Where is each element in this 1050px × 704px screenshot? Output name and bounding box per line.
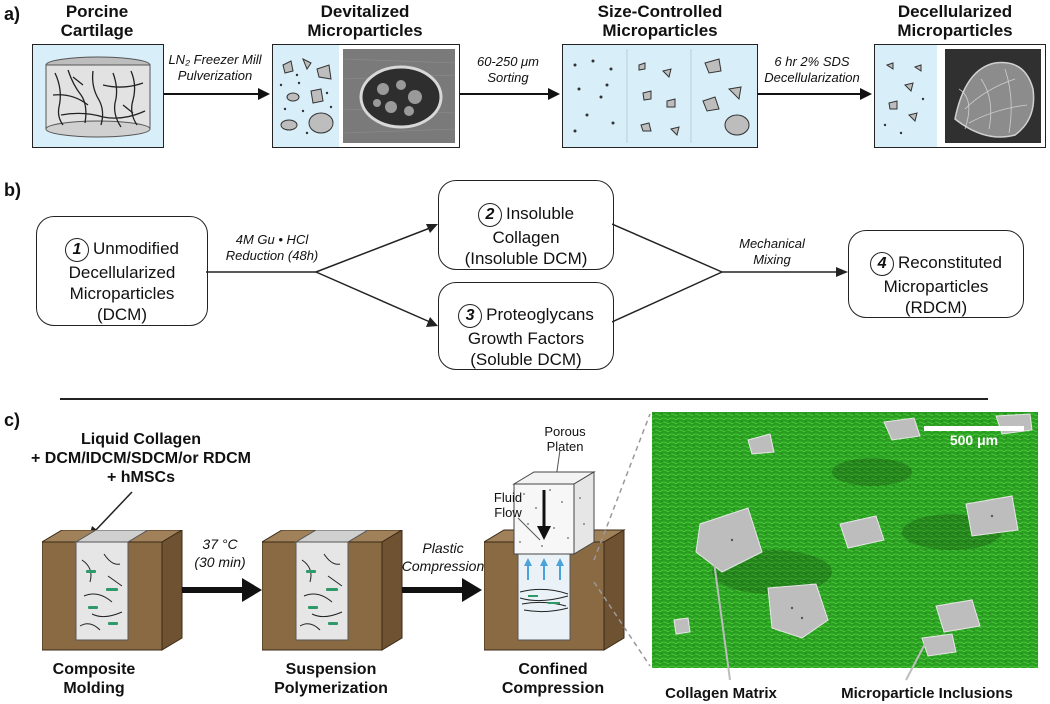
composite-molding-label: Composite Molding	[52, 661, 136, 697]
reduction-label-1: 4M Gu • HCl	[235, 232, 309, 247]
reduction-label-2: Reduction (48h)	[225, 248, 319, 263]
size-controlled-frame	[562, 44, 758, 148]
sorting-label-2: Sorting	[487, 70, 529, 85]
box3-text: Proteoglycans Growth Factors (Soluble DC…	[467, 304, 594, 369]
size-controlled-title: Size-Controlled Microparticles	[597, 2, 723, 40]
decellularized-sem-image	[945, 49, 1041, 143]
devitalized-title: Devitalized Microparticles	[307, 2, 423, 40]
duration-label: (30 min)	[194, 554, 246, 570]
collagen-matrix-label: Collagen Matrix	[665, 685, 777, 702]
liquid-collagen-title: Liquid Collagen + DCM/IDCM/SDCM/or RDCM …	[31, 431, 251, 486]
mold-suspension-polymerization	[262, 530, 403, 651]
microparticle-inclusions-label: Microparticle Inclusions	[841, 685, 1013, 702]
porcine-cartilage-title: Porcine Cartilage	[60, 2, 134, 40]
size-sorted-particles	[563, 45, 757, 147]
decellularized-frame	[874, 44, 1046, 148]
confined-compression-label: Confined Compression	[501, 661, 605, 697]
zoom-connector-lines	[593, 413, 651, 667]
reduction-fork-arrows	[206, 224, 438, 327]
temperature-label: 37 °C	[202, 536, 238, 552]
cartilage-block-illustration	[33, 45, 163, 147]
decellularized-title: Decellularized Microparticles	[897, 2, 1013, 40]
devitalized-particles	[279, 57, 334, 135]
sem-composite-image: 500 μm	[652, 412, 1038, 668]
scale-bar	[924, 426, 1024, 431]
box4-text: Reconstituted Microparticles (RDCM)	[883, 252, 1002, 317]
pulverization-arrow	[164, 88, 270, 100]
mold-confined-compression	[484, 471, 626, 651]
panel-b-label: b)	[4, 180, 21, 200]
suspension-polymerization-label: Suspension Polymerization	[274, 661, 388, 697]
scale-bar-label: 500 μm	[949, 432, 999, 448]
compression-arrow	[402, 578, 482, 602]
fluid-flow-label: Fluid Flow	[493, 490, 523, 520]
sorting-label-1: 60-250 μm	[476, 54, 540, 69]
porcine-cartilage-frame	[32, 44, 164, 148]
pulverization-label-2: Pulverization	[177, 68, 253, 83]
box1-text: Unmodified Decellularized Microparticles…	[68, 239, 179, 324]
plastic-label: Plastic	[422, 540, 464, 556]
step-number-2: 2	[477, 202, 502, 227]
mixing-label-1: Mechanical	[739, 236, 805, 251]
pulverization-label-1: LN₂ Freezer Mill	[168, 52, 262, 67]
devitalized-frame	[272, 44, 460, 148]
box2-text: Insoluble Collagen (Insoluble DCM)	[464, 203, 588, 268]
mixing-merge-arrows	[612, 223, 848, 323]
decellularization-label-2: Decellularization	[764, 70, 860, 85]
decellularized-particles	[883, 62, 925, 135]
mold-composite-molding	[42, 530, 183, 651]
compression-label: Compression	[401, 558, 485, 574]
sorting-arrow	[460, 88, 560, 100]
annotation-leader-lines	[713, 561, 927, 681]
devitalized-sem-image	[343, 49, 455, 143]
fluid-leader-line	[517, 517, 541, 541]
step-number-4: 4	[870, 251, 895, 276]
panel-c-label: c)	[4, 410, 21, 430]
section-divider	[60, 398, 988, 400]
porous-platen-label: Porous Platen	[544, 424, 586, 454]
step-number-3: 3	[458, 303, 483, 328]
decellularization-arrow	[758, 88, 872, 100]
mixing-label-2: Mixing	[753, 252, 791, 267]
polymerization-arrow	[182, 578, 262, 602]
step-number-1: 1	[65, 238, 89, 262]
panel-a-label: a)	[4, 4, 21, 24]
decellularization-label-1: 6 hr 2% SDS	[774, 54, 850, 69]
